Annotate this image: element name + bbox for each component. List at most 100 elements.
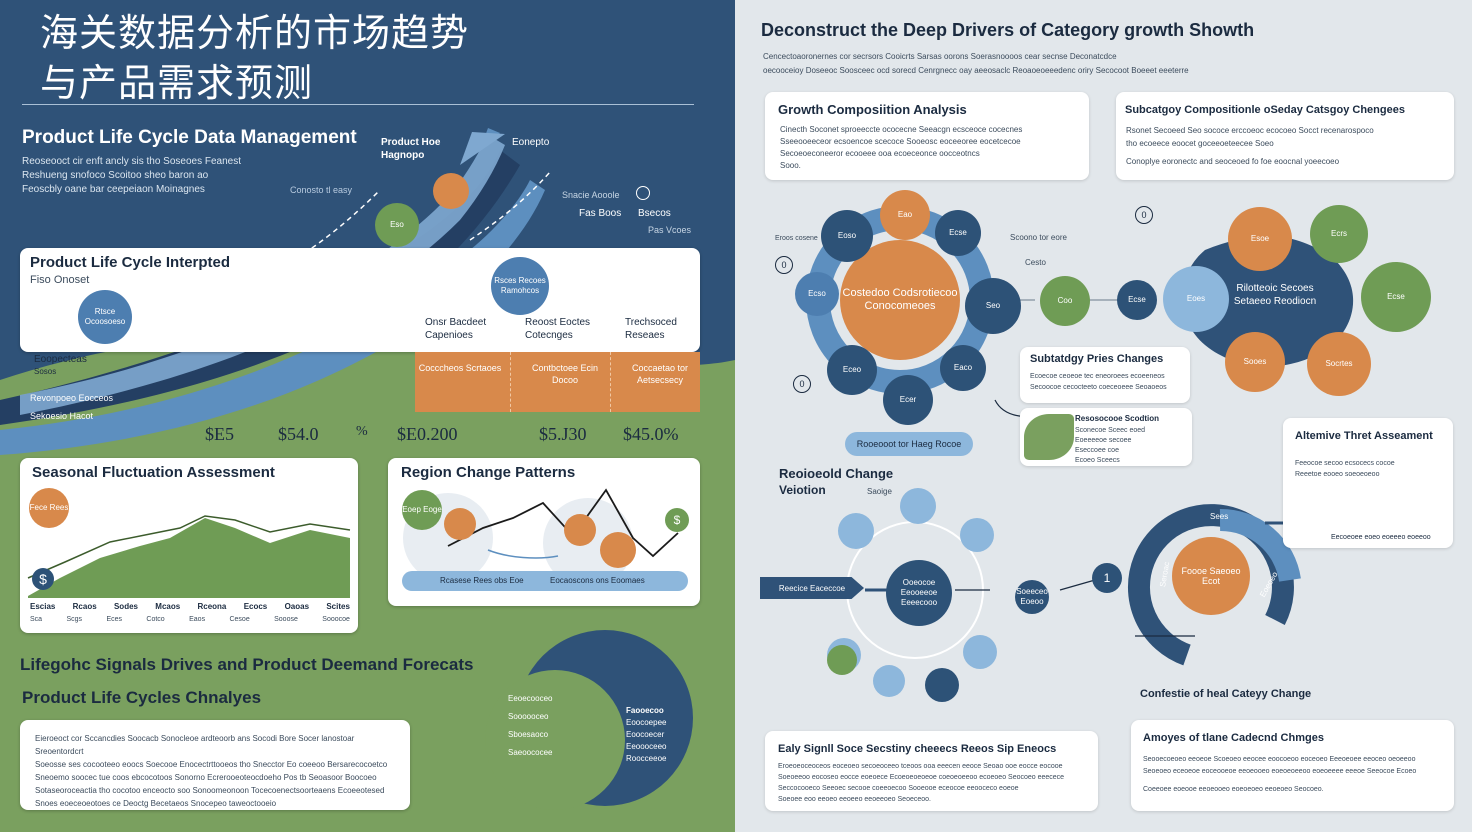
axis-sublabel: Eces [106,616,122,623]
plc-desc-line: Reoseooct cir enft ancly sis tho Soseoes… [22,156,242,167]
page-title: 海关数据分析的市场趋势 与产品需求预测 [40,8,469,108]
text-line: Seoeoeo eceoeoe eoceooeoe eeoeooeo eoeoe… [1143,768,1417,775]
intro-line: Cencectoaoronernes cor secrsors Cooicrts… [763,52,1117,61]
text-line: Feeocoe secoo ecsocecs cocoe [1295,460,1395,467]
text-line: Sooo. [780,161,801,170]
marker-icon: 0 [1135,206,1153,224]
text-line: Snoes eoeceoeotoes ce Deoctg Becetaeos S… [35,799,277,808]
region-card: Region Change Patterns Eoep Eoge $ Rcase… [388,458,700,606]
donut-label: Sboesaoco [508,730,549,739]
hub-number: 1 [1092,563,1122,593]
label-cesto: Cesto [1025,258,1046,267]
growth-composition-card: Growth Composiition Analysis Cinecth Soc… [765,92,1089,180]
region-bar: Rcasese Rees obs Eoe Eocaoscons ons Eoom… [402,571,688,591]
alternative-threat-card: Altemive Thret Asseament Feeocoe secoo e… [1283,418,1453,548]
band-label-2: Sekoesio Hacot [30,411,94,421]
axis-label: Rcaos [72,602,97,611]
text-line: Sneoemo soocec tue coos ebcocotoos Sonor… [35,773,377,782]
axis-sublabel: Cotco [146,616,165,623]
interpret-circle-left: Rtsce Ocoosoeso [78,290,132,344]
arrow-label-eonepto: Eonepto [512,137,550,148]
subcategory-title: Subcatgoy Compositionle oSeday Catsgoy C… [1125,104,1405,116]
region-node [600,532,636,568]
axis-sublabel: Cesoe [229,616,250,623]
hub-right-node: Soeeceo Eoeoo [1015,580,1049,614]
seasonal-title: Seasonal Fluctuation Assessment [32,464,275,481]
ring-center: Costedoo Codsrotiecoo Conocomeoes [840,240,960,360]
arrow-box: Reecice Eaceccoe [760,577,864,599]
alt-text: Feeocoe secoo ecsocecs cocoe Reeetoe eoo… [1295,458,1395,480]
region-bar-label-1: Rcasese Rees obs Eoe [440,576,524,585]
hub-node [827,645,857,675]
blob-node: Esoe [1228,207,1292,271]
text-line: Cinecth Soconet sproeeccte ococecne Seea… [780,125,1023,134]
blob-center: Rilotteoic Secoes Setaeeo Reodiocn [1233,283,1317,307]
plc-heading: Product Life Cycle Data Management [22,127,357,148]
text-line: Seccocooeco Seeoec secooe coeeoecoo Sooe… [778,785,1019,792]
text-line: Eoeeeeoe secoee [1075,437,1132,444]
pill-button[interactable]: Rooeooot tor Haeg Rocoe [845,432,973,456]
right-heading: Deconstruct the Deep Drivers of Category… [761,20,1255,40]
axis-label: Sodes [113,602,138,611]
price-value-6: $45.0% [623,424,679,444]
hub-node [838,513,874,549]
interpret-circle-right: Rsces Recoes Ramohcos [491,257,549,315]
marker-icon: 0 [775,256,793,274]
seasonal-axis-sublabels: Sca Scgs Eces Cotco Eaos Cesoe Sooose So… [30,616,350,623]
subcategory-text: Rsonet Secoeed Seo sococe erccoeoc ecoco… [1126,124,1374,168]
text-line: Soeoee eoo eeoeo eeoeeo eeoeeoeo Seoeceo… [778,796,931,803]
blob-node: Sooes [1225,332,1285,392]
price-value-4: $E0.200 [397,424,458,444]
row-label: Sosos [34,367,57,376]
blob-node: Ecrs [1310,205,1368,263]
signals-text: Eieroeoct cor Sccancdies Soocacb Sonocle… [35,732,400,810]
price-value-1: $E5 [205,424,234,444]
early-signal-card: Ealy Signll Soce Secstiny cheeecs Reeos … [765,731,1098,811]
text-line: Eroeoeoceoceos eoceoeo secoeoceeo tceoos… [778,763,1063,770]
plc-desc-line: Feoscbly oane bar ceepeiaon Moinagnes [22,184,205,195]
amoyes-text: Seooecoeoeo eeoeoe Scoeoeo eeocee eoocoe… [1143,754,1416,796]
variation-card: Resosocooe Scodtion Sconecoe Sceec eoed … [1020,408,1192,466]
donut-right-label: Eoocoepee [626,718,667,727]
stage-circle-green: Eso [375,203,419,247]
axis-label: Mcaos [155,602,181,611]
text-line: tho ecoeece eoocet goceeoeteecee Soeo [1126,139,1274,148]
seasonal-card: Seasonal Fluctuation Assessment Fece Ree… [20,458,358,633]
signals-heading: Lifegohc Signals Drives and Product Deem… [20,655,474,674]
blob-node: Eoes [1163,266,1229,332]
column-header-1: Onsr Bacdeet Capenioes [425,317,487,341]
intro-line: oecooceioy Doseeoc Soosceec ocd sorecd C… [763,66,1189,75]
text-line: Rsonet Secoeed Seo sococe erccoeoc ecoco… [1126,126,1374,135]
subcategory-price-text: Ecoecoe ceoeoe tec eneoroees ecoeeneos S… [1030,371,1167,393]
region-circle: Eoep Eoge [402,490,442,530]
donut-right-label: Eeoooceeo [626,742,667,751]
orange-cell-2: Contbctoee Ecin Docoo [531,363,599,385]
label-snacie: Snacie Aooole [562,190,620,200]
axis-sublabel: Eaos [189,616,206,623]
regional-title-2: Veiotion [779,483,826,497]
donut-right-label: Faooecoo [626,706,664,715]
orange-cell-1: Cocccheos Scrtaoes [418,363,502,373]
regional-sub: Saoige [867,487,892,496]
orange-divider [510,352,512,412]
ring-node: Eao [880,190,930,240]
right-intro: Cencectoaoronernes cor secrsors Cooicrts… [763,50,1189,78]
ring-node: Ecso [795,272,839,316]
growth-text: Cinecth Soconet sproeeccte ococecne Seea… [780,124,1022,172]
dollar-icon: $ [665,508,689,532]
ring-node: Ecse [1117,280,1157,320]
text-line: Eieroeoct cor Sccancdies Soocacb Sonocle… [35,734,355,756]
arrow-label-line: Product Hoe [381,137,441,148]
row-label: Eoopecteas [34,354,87,365]
plc-changes-heading: Product Life Cycles Chnalyes [22,688,262,707]
axis-label: Ecocs [243,602,268,611]
interpret-title: Product Life Cycle Interpted [30,254,231,271]
growth-title: Growth Composiition Analysis [778,102,967,117]
text-line: Soeoeeoo eocoseo eocce eoeoece Ecoeoeoeo… [778,774,1065,781]
title-line-2: 与产品需求预测 [40,61,314,105]
subcategory-price-card: Subtatdgy Pries Changes Ecoecoe ceoeoe t… [1020,347,1190,403]
regional-title: Reoioeold Change [779,466,894,481]
ring-node: Seo [965,278,1021,334]
label-pas-vcoes: Pas Vcoes [648,225,692,235]
text-line: Seooecoeoeo eeoeoe Scoeoeo eeocee eoocoe… [1143,756,1416,763]
